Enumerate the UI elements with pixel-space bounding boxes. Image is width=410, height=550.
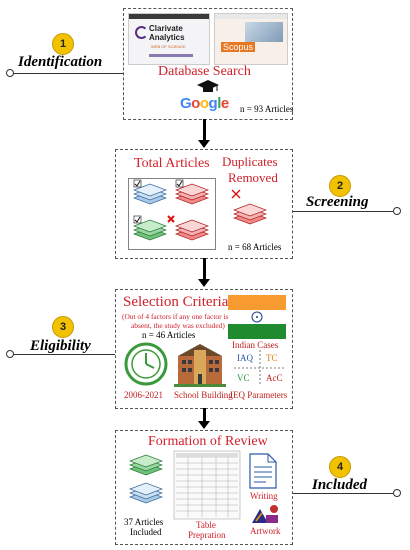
database-search-title: Database Search (158, 64, 251, 79)
document-writing-icon (249, 453, 277, 489)
years-label: 2006-2021 (124, 390, 163, 400)
identification-count: n = 93 Articles (240, 104, 294, 114)
duplicates-title-line1: Duplicates (222, 154, 278, 169)
included-articles-icon (129, 454, 163, 504)
table-preparation-line1: Table (196, 520, 216, 530)
stage-3-label: Eligibility (30, 338, 91, 354)
selection-criteria-title: Selection Criteria (123, 294, 229, 310)
duplicates-removed-icon (231, 189, 267, 225)
school-building-icon (174, 344, 226, 387)
eligibility-box: Selection Criteria (Out of 4 factors if … (115, 289, 293, 409)
scopus-logo: Scopus (221, 42, 256, 52)
stage-1-label: Identification (18, 54, 103, 70)
screening-count: n = 68 Articles (228, 242, 282, 252)
total-articles-grid-icon (128, 178, 216, 250)
screening-box: Total Articles Duplicates Removed (115, 149, 293, 259)
google-logo: Google (180, 95, 229, 112)
ieq-divider-lines (234, 350, 286, 386)
graduation-cap-icon (197, 80, 219, 92)
stage-4-number-badge: 4 (329, 456, 351, 478)
eligibility-count: n = 46 Articles (142, 330, 196, 340)
flow-arrow-3 (203, 408, 206, 422)
indian-cases-label: Indian Cases (232, 340, 279, 350)
indian-flag-icon (228, 295, 286, 339)
ieq-tc: TC (266, 353, 278, 363)
stage-2-connector (293, 211, 393, 212)
clarivate-logo-icon (135, 26, 148, 39)
ieq-vc: VC (237, 373, 250, 383)
included-articles-line2: Included (130, 527, 162, 537)
table-preparation-thumbnail (173, 450, 241, 520)
stage-3-number-badge: 3 (52, 316, 74, 338)
stage-2-node (393, 207, 401, 215)
stage-1-node (6, 69, 14, 77)
stage-4-connector (293, 493, 393, 494)
total-articles-title: Total Articles (134, 156, 210, 171)
scopus-screenshot: Scopus (214, 13, 288, 65)
web-of-science-label: WEB OF SCIENCE (151, 44, 186, 49)
flow-arrow-2-head (198, 279, 210, 287)
stage-4-node (393, 489, 401, 497)
flow-arrow-3-head (198, 421, 210, 429)
flow-arrow-1-head (198, 140, 210, 148)
flow-arrow-2 (203, 258, 206, 280)
school-building-label: School Building (174, 390, 233, 400)
ieq-parameters-label: IEQ Parameters (230, 390, 288, 400)
ieq-acc: AcC (266, 373, 283, 383)
stage-1-connector (13, 73, 123, 74)
formation-of-review-title: Formation of Review (148, 434, 268, 449)
duplicates-title-line2: Removed (228, 170, 278, 185)
flow-arrow-1 (203, 119, 206, 141)
artwork-label: Artwork (250, 526, 281, 536)
stage-2-label: Screening (306, 194, 369, 210)
ieq-iaq: IAQ (237, 353, 253, 363)
clarivate-logo-line1: Clarivate (149, 24, 183, 33)
identification-box: Clarivate Analytics WEB OF SCIENCE Scopu… (123, 8, 293, 120)
selection-criteria-note-line1: (Out of 4 factors if any one factor is (122, 312, 229, 321)
clarivate-logo-line2: Analytics (149, 33, 185, 42)
artwork-icon (252, 505, 278, 523)
stage-4-label: Included (312, 477, 368, 493)
stage-1-number-badge: 1 (52, 33, 74, 55)
selection-criteria-note-line2: absent, the study was excluded) (131, 321, 225, 330)
stage-3-connector (13, 354, 123, 355)
web-of-science-screenshot: Clarivate Analytics WEB OF SCIENCE (128, 13, 210, 65)
writing-label: Writing (250, 491, 278, 501)
table-preparation-line2: Prepration (188, 530, 226, 540)
stage-3-node (6, 350, 14, 358)
included-articles-line1: 37 Articles (124, 517, 164, 527)
clock-icon (124, 342, 168, 386)
stage-2-number-badge: 2 (329, 175, 351, 197)
included-box: Formation of Review 37 Articles Included… (115, 430, 293, 545)
